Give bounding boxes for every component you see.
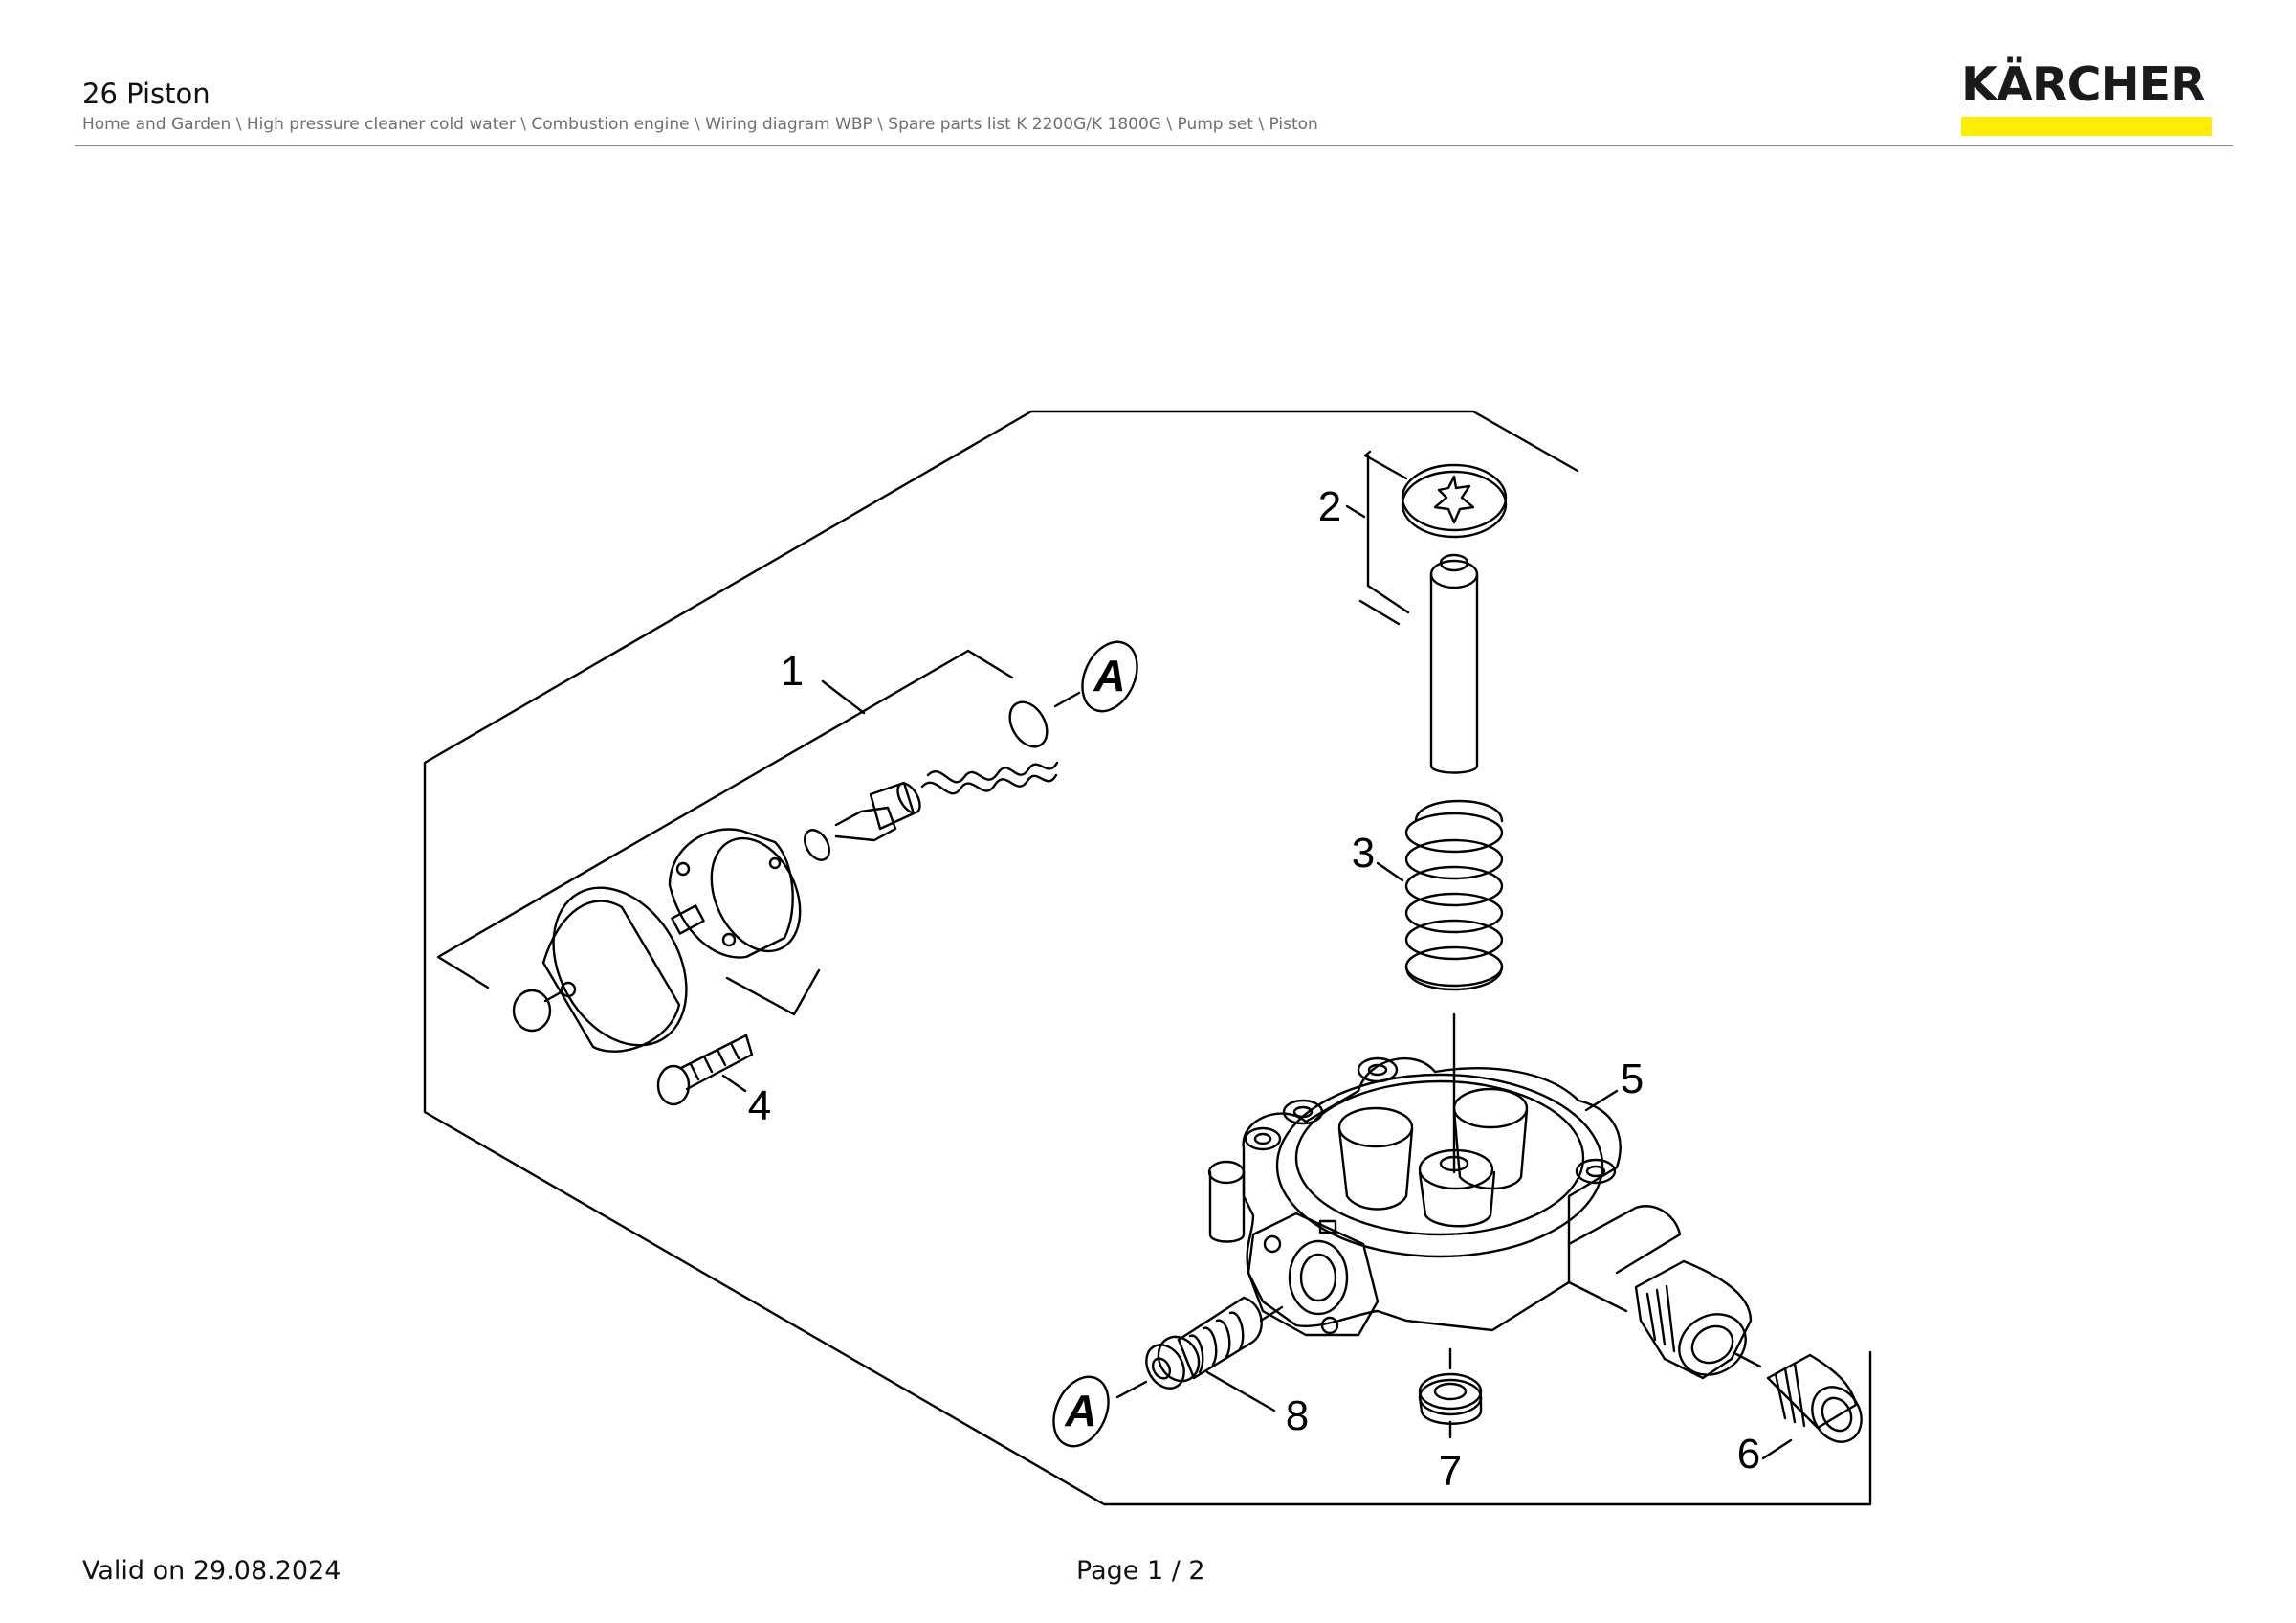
page-number: Page 1 / 2 [1076, 1556, 1205, 1586]
callout-3: 3 [1352, 830, 1375, 877]
callout-6: 6 [1737, 1431, 1760, 1478]
logo-yellow-bar [1961, 117, 2212, 136]
page-header: 26 Piston Home and Garden \ High pressur… [82, 77, 1422, 136]
callout-8: 8 [1286, 1392, 1309, 1439]
marker-a-bottom: A [1064, 1386, 1096, 1435]
callout-4: 4 [748, 1082, 771, 1129]
marker-a-top: A [1093, 651, 1125, 700]
breadcrumb: Home and Garden \ High pressure cleaner … [82, 115, 1318, 134]
callout-5: 5 [1621, 1056, 1644, 1102]
callout-7: 7 [1439, 1448, 1462, 1495]
callout-1: 1 [781, 648, 804, 695]
header-divider [75, 145, 2233, 146]
page-title: 26 Piston [82, 78, 210, 110]
logo-text: KÄRCHER [1961, 57, 2206, 112]
callout-2: 2 [1318, 483, 1341, 530]
kaercher-logo: KÄRCHER [1961, 59, 2212, 136]
valid-date: Valid on 29.08.2024 [82, 1556, 342, 1586]
